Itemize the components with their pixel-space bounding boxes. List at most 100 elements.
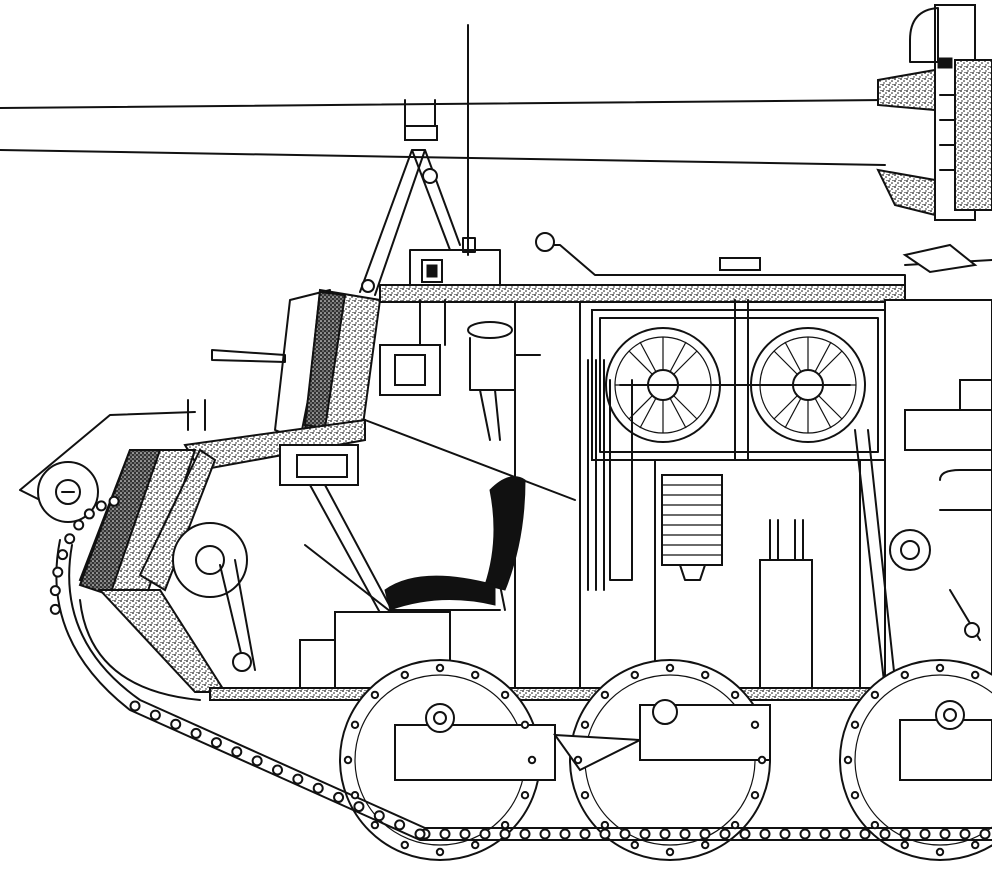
track-link xyxy=(859,828,871,840)
antenna xyxy=(462,24,476,256)
track-link xyxy=(231,746,243,758)
drive-belt xyxy=(587,359,633,591)
wheel-bolt xyxy=(870,820,880,830)
wheel-bolt xyxy=(471,670,480,680)
track-link xyxy=(519,828,531,840)
wheel-bolt xyxy=(471,840,480,850)
wheel-bolt xyxy=(400,670,409,680)
track-link xyxy=(272,764,283,776)
track-link xyxy=(49,603,61,615)
track-link xyxy=(459,828,471,840)
turret-mantlet xyxy=(876,4,992,221)
idler-wheel xyxy=(172,522,256,672)
wheel-bolt xyxy=(527,755,537,765)
track-link xyxy=(95,500,107,512)
wheel-bolts xyxy=(343,663,980,857)
track-link xyxy=(699,828,711,840)
track-link xyxy=(899,828,911,840)
wheel-bolt xyxy=(900,840,909,850)
wheel-bolt xyxy=(350,791,360,800)
wheel-bolt xyxy=(935,847,945,857)
track-link xyxy=(439,828,451,840)
wheel-bolt xyxy=(971,670,980,680)
wheel-bolt xyxy=(701,840,710,850)
track-link xyxy=(394,819,406,831)
wheel-bolt xyxy=(500,690,510,700)
track-link xyxy=(759,828,771,840)
track-link xyxy=(619,828,631,840)
wheel-bolt xyxy=(850,791,860,800)
driver-compartment xyxy=(279,419,576,691)
track-link xyxy=(149,709,161,721)
track-link xyxy=(839,828,851,840)
radiator-core xyxy=(654,459,861,691)
track-link xyxy=(57,549,69,561)
gun-barrel xyxy=(0,99,886,166)
track-link xyxy=(373,810,385,822)
wheel-bolt xyxy=(600,690,610,700)
hull-front xyxy=(19,288,382,602)
engine-block xyxy=(854,299,992,691)
track-link xyxy=(479,828,491,840)
fan-drive-shaft xyxy=(619,299,851,471)
track-link xyxy=(73,519,85,531)
wheel-bolt xyxy=(580,791,590,800)
track-link xyxy=(599,828,611,840)
wheel-bolt xyxy=(400,840,409,850)
track-link xyxy=(52,566,64,578)
wheel-bolt xyxy=(580,720,590,729)
wheel-bolt xyxy=(600,820,610,830)
track-link xyxy=(779,828,791,840)
wheel-bolt xyxy=(935,663,945,673)
wheel-bolt xyxy=(520,791,530,800)
track-link xyxy=(210,737,222,749)
wheel-bolt xyxy=(343,755,353,765)
track-link xyxy=(939,828,951,840)
track-link xyxy=(559,828,571,840)
wheel-bolt xyxy=(730,690,740,700)
track-link xyxy=(251,755,263,767)
track-link xyxy=(312,782,324,794)
wheel-bolt xyxy=(757,755,767,765)
wheel-bolt xyxy=(701,670,710,680)
track-link xyxy=(539,828,551,840)
track-link xyxy=(333,791,345,803)
track-links xyxy=(49,495,991,840)
wheel-bolt xyxy=(630,670,639,680)
wheel-bolt xyxy=(435,663,445,673)
track-link xyxy=(353,801,365,813)
track-link xyxy=(879,828,891,840)
wheel-bolt xyxy=(750,791,760,800)
track-link xyxy=(49,585,61,597)
track-link xyxy=(959,828,971,840)
wheel-bolt xyxy=(665,847,675,857)
track-link xyxy=(659,828,671,840)
wheel-bolt xyxy=(900,670,909,680)
track-link xyxy=(819,828,831,840)
wheel-bolt xyxy=(971,840,980,850)
track-link xyxy=(579,828,591,840)
wheel-bolt xyxy=(573,755,583,765)
track-link xyxy=(190,727,202,739)
track-link xyxy=(639,828,651,840)
track-link xyxy=(129,700,141,712)
track-link xyxy=(739,828,751,840)
hull-upper-deck xyxy=(379,232,992,303)
track-link xyxy=(979,828,991,840)
wheel-bolt xyxy=(850,720,860,729)
wheel-bolt xyxy=(730,820,740,830)
track-link xyxy=(499,828,511,840)
track-link xyxy=(292,773,304,785)
wheel-bolt xyxy=(870,690,880,700)
track-link xyxy=(919,828,931,840)
track-link xyxy=(799,828,811,840)
wheel-bolt xyxy=(843,755,853,765)
wheel-bolt xyxy=(350,720,360,729)
wheel-bolt xyxy=(520,720,530,729)
wheel-bolt xyxy=(665,663,675,673)
wheel-bolt xyxy=(630,840,639,850)
track-link xyxy=(108,495,120,507)
battery-box xyxy=(759,519,813,691)
track-link xyxy=(64,533,76,545)
